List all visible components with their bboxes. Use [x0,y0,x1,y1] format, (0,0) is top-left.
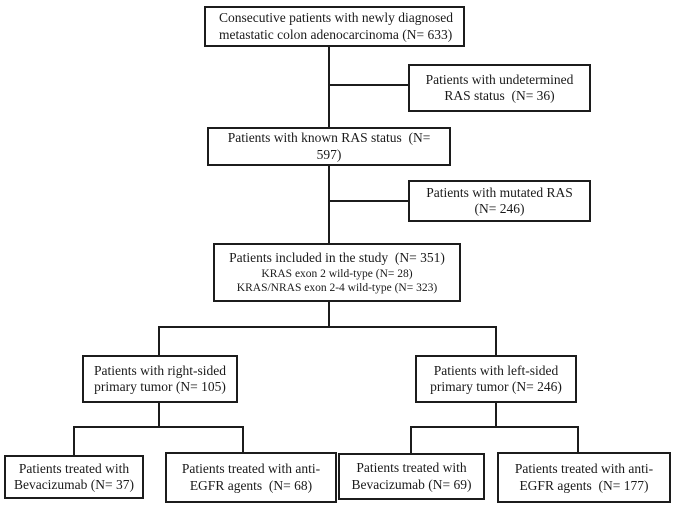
box-text-line: Patients with left-sided [433,362,559,378]
box-undetermined-ras: Patients with undetermined RAS status (N… [408,64,591,112]
connector-known-to-included [328,166,330,243]
connector-drop-egfr-right [242,426,244,453]
box-text-line: Bevacizumab (N= 69) [351,476,472,492]
box-known-ras: Patients with known RAS status (N= 597) [207,127,451,166]
box-text-line: Patients included in the study (N= 351) [229,250,445,266]
box-bevacizumab-right: Patients treated with Bevacizumab (N= 37… [4,455,144,499]
box-text-line: 597) [316,146,342,162]
box-text-line: Patients treated with anti- [181,461,321,477]
box-text-line: metastatic colon adenocarcinoma (N= 633) [219,26,453,42]
connector-left-to-split [495,403,497,428]
box-text-line: EGFR agents (N= 177) [519,477,649,493]
box-text-line: Consecutive patients with newly diagnose… [219,10,453,26]
connector-right-split-bar [73,426,244,428]
connector-drop-bevacizumab-left [410,426,412,453]
box-text-line: EGFR agents (N= 68) [189,477,313,493]
box-bevacizumab-left: Patients treated with Bevacizumab (N= 69… [338,453,485,500]
box-text-line: Patients treated with anti- [514,461,654,477]
box-text-line: Patients with known RAS status (N= [227,130,431,146]
box-text-line: Patients with undetermined [425,71,574,87]
box-left-sided-tumor: Patients with left-sided primary tumor (… [415,355,577,403]
box-included-in-study: Patients included in the study (N= 351) … [213,243,461,302]
box-text-line: primary tumor (N= 246) [430,379,562,394]
box-text-line: Patients treated with [356,460,467,476]
box-text-line: Patients treated with [18,460,130,476]
connector-branch-undetermined [330,84,408,86]
box-text-line: Patients with mutated RAS [426,184,573,200]
box-right-sided-tumor: Patients with right-sided primary tumor … [82,355,238,403]
box-text-line: Patients with right-sided [94,362,226,378]
connector-left-split-bar [410,426,579,428]
box-anti-egfr-left: Patients treated with anti- EGFR agents … [497,452,671,503]
box-text-line: RAS status (N= 36) [444,88,555,103]
box-mutated-ras: Patients with mutated RAS (N= 246) [408,180,591,222]
connector-drop-bevacizumab-right [73,426,75,455]
connector-branch-mutated [330,200,408,202]
box-anti-egfr-right: Patients treated with anti- EGFR agents … [165,452,337,503]
connector-included-to-split [328,302,330,328]
connector-drop-left-sided [495,326,497,355]
box-text-line: Bevacizumab (N= 37) [13,477,135,492]
box-text-line: KRAS exon 2 wild-type (N= 28) [261,267,413,280]
connector-drop-egfr-left [577,426,579,452]
box-consecutive-patients: Consecutive patients with newly diagnose… [204,6,465,47]
box-text-line: (N= 246) [474,201,525,216]
connector-top-to-known [328,47,330,127]
box-text-line: primary tumor (N= 105) [94,379,226,394]
box-text-line: KRAS/NRAS exon 2-4 wild-type (N= 323) [236,281,438,294]
connector-right-to-split [158,403,160,428]
connector-main-split-bar [158,326,497,328]
connector-drop-right-sided [158,326,160,355]
